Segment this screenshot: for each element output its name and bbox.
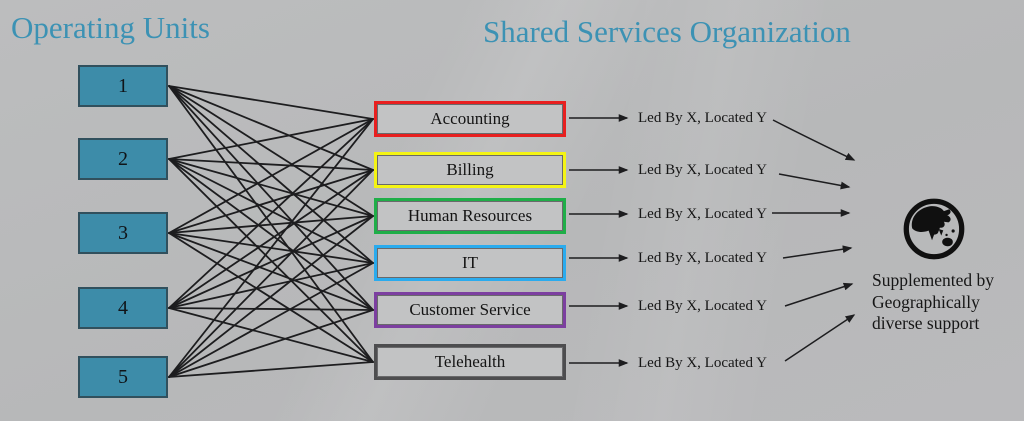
led-by-label: Led By X, Located Y: [638, 250, 767, 266]
led-by-label: Led By X, Located Y: [638, 206, 767, 222]
service-box: Telehealth: [374, 344, 566, 380]
service-box: IT: [374, 245, 566, 281]
service-label: Telehealth: [434, 352, 506, 371]
service-label: IT: [461, 253, 479, 272]
led-by-label: Led By X, Located Y: [638, 298, 767, 314]
service-box: Human Resources: [374, 198, 566, 234]
operating-unit-box: 2: [78, 138, 168, 180]
service-box: Billing: [374, 152, 566, 188]
led-by-label: Led By X, Located Y: [638, 355, 767, 371]
label-to-globe-arrows: [772, 119, 856, 362]
operating-unit-box: 4: [78, 287, 168, 329]
service-label: Billing: [446, 160, 494, 179]
service-box: Customer Service: [374, 292, 566, 328]
service-label: Customer Service: [409, 300, 531, 319]
globe-asia-australia-icon: [901, 196, 967, 262]
service-label: Accounting: [430, 109, 510, 128]
operating-unit-box: 5: [78, 356, 168, 398]
operating-unit-box: 3: [78, 212, 168, 254]
supplement-note: Supplemented by Geographically diverse s…: [872, 270, 994, 335]
unit-to-service-lines: [168, 85, 374, 378]
shared-services-title: Shared Services Organization: [483, 14, 851, 49]
supplement-note-line: Geographically: [872, 291, 980, 312]
operating-units-title: Operating Units: [11, 10, 210, 45]
service-label: Human Resources: [407, 206, 533, 225]
led-by-label: Led By X, Located Y: [638, 162, 767, 178]
service-box: Accounting: [374, 101, 566, 137]
operating-unit-box: 1: [78, 65, 168, 107]
led-by-label: Led By X, Located Y: [638, 110, 767, 126]
supplement-note-line: Supplemented by: [872, 270, 994, 290]
supplement-note-line: diverse support: [872, 313, 980, 333]
service-to-label-arrows: [569, 114, 629, 367]
